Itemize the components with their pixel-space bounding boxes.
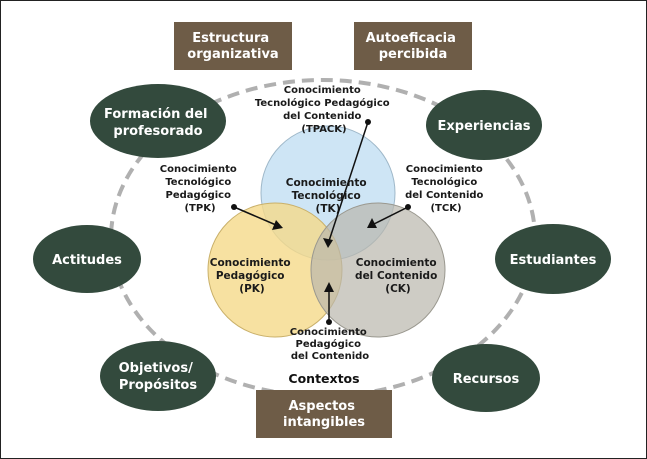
svg-text:Actitudes: Actitudes: [52, 253, 122, 268]
actitudes-oval: Actitudes: [33, 225, 141, 293]
svg-text:Experiencias: Experiencias: [438, 119, 531, 134]
tck-annotation: Conocimiento Tecnológico del Contenido (…: [405, 164, 487, 214]
svg-text:Formación del profesorad: Formación del profesorado: [104, 107, 212, 139]
autoeficacia-box: Autoeficacia percibida: [354, 22, 472, 70]
pk-label: Conocimiento Pedagógico (PK): [210, 257, 294, 295]
recursos-oval: Recursos: [432, 344, 540, 412]
estructura-box: Estructura organizativa: [174, 22, 292, 70]
pck-pointer: [324, 282, 334, 325]
estudiantes-oval: Estudiantes: [495, 224, 611, 294]
formacion-oval: Formación del profesorado: [90, 84, 226, 158]
svg-text:Estudiantes: Estudiantes: [510, 253, 597, 268]
svg-text:Estructura organizativa: Estructura organizativa: [187, 31, 278, 62]
ck-label: Conocimiento del Contenido (CK): [355, 257, 441, 295]
experiencias-oval: Experiencias: [426, 90, 542, 160]
svg-text:Recursos: Recursos: [453, 372, 520, 387]
tck-pointer: [367, 204, 411, 228]
ck-circle: [310, 202, 446, 338]
svg-text:Aspectos intangibles: Aspectos intangibles: [283, 399, 365, 430]
tpack-annotation: Conocimiento Tecnológico Pedagógico del …: [255, 85, 393, 135]
tpk-annotation: Conocimiento Tecnológico Pedagógico (TPK…: [160, 164, 240, 214]
tpk-pointer: [231, 204, 283, 230]
contextos-label: Contextos: [288, 371, 359, 386]
objetivos-oval: Objetivos/ Propósitos: [100, 341, 216, 411]
svg-text:Autoeficacia percibida: Autoeficacia percibida: [366, 31, 461, 62]
svg-text:Objetivos/ Propósitos: Objetivos/ Propósitos: [119, 361, 198, 393]
aspectos-box: Aspectos intangibles: [256, 390, 392, 438]
tpack-pointer: [323, 119, 371, 248]
pck-annotation: Conocimiento Pedagógico del Contenido: [290, 327, 370, 362]
